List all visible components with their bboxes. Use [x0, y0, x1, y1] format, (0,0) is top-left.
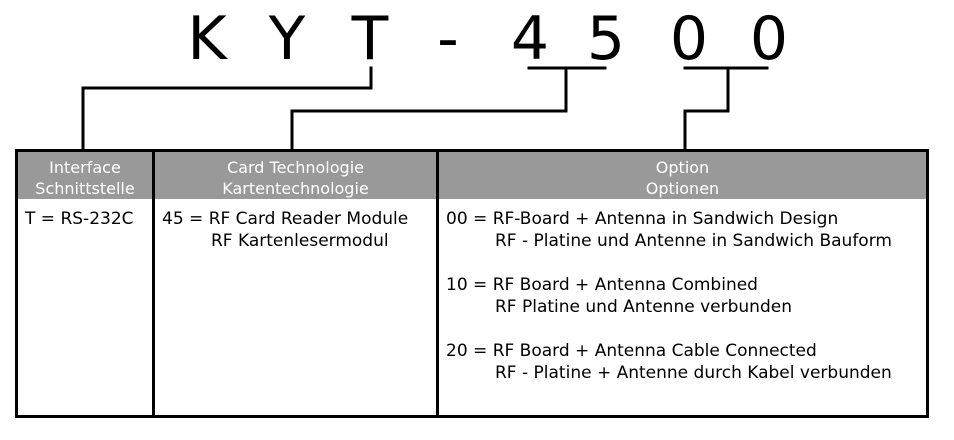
code-char-3: T [351, 4, 389, 74]
code-char-5: 4 [510, 4, 550, 74]
header-interface: Interface Schnittstelle [18, 152, 152, 199]
entry-option-10: 10 = RF Board + Antenna Combined RF Plat… [446, 274, 926, 318]
connector-option-drop [683, 66, 730, 150]
code-char-1: K [187, 4, 227, 74]
entry-code: 00 = [446, 209, 488, 229]
body-technology: 45 = RF Card Reader Module RF Kartenlese… [155, 199, 436, 252]
entry-line-1: RF Card Reader Module [208, 209, 409, 229]
entry-option-00: 00 = RF-Board + Antenna in Sandwich Desi… [446, 208, 926, 252]
code-breakdown-table: Interface Schnittstelle T = RS-232C Card… [15, 149, 929, 418]
column-option: Option Optionen 00 = RF-Board + Antenna … [436, 152, 926, 415]
entry-code: T = [25, 209, 56, 229]
body-option: 00 = RF-Board + Antenna in Sandwich Desi… [439, 199, 926, 384]
entry-line-1: RF Board + Antenna Cable Connected [492, 341, 817, 361]
entry-line-2: RF Platine und Antenne verbunden [495, 297, 792, 317]
entry-line-1: RS-232C [60, 209, 134, 229]
header-option-de: Optionen [645, 179, 720, 198]
column-interface: Interface Schnittstelle T = RS-232C [18, 152, 152, 415]
connector-technology-drop [290, 66, 568, 150]
code-separator: - [437, 4, 459, 74]
header-technology-en: Card Technologie [227, 158, 364, 177]
header-interface-en: Interface [49, 158, 121, 177]
entry-option-20: 20 = RF Board + Antenna Cable Connected … [446, 340, 926, 384]
header-option: Option Optionen [439, 152, 926, 199]
code-char-7: 0 [669, 4, 709, 74]
connector-interface [81, 66, 373, 150]
entry-interface-t: T = RS-232C [25, 208, 152, 230]
header-interface-de: Schnittstelle [35, 179, 135, 198]
entry-line-2: RF - Platine und Antenne in Sandwich Bau… [495, 231, 892, 251]
entry-code: 20 = [446, 341, 488, 361]
column-technology: Card Technologie Kartentechnologie 45 = … [152, 152, 436, 415]
entry-technology-45: 45 = RF Card Reader Module RF Kartenlese… [162, 208, 436, 252]
header-technology-de: Kartentechnologie [222, 179, 369, 198]
body-interface: T = RS-232C [18, 199, 152, 230]
header-option-en: Option [655, 158, 710, 177]
entry-line-2: RF Kartenlesermodul [211, 231, 389, 251]
entry-line-1: RF Board + Antenna Combined [492, 275, 758, 295]
code-char-8: 0 [749, 4, 789, 74]
entry-code: 10 = [446, 275, 488, 295]
code-char-2: Y [268, 4, 306, 74]
entry-line-2: RF - Platine + Antenne durch Kabel verbu… [495, 363, 892, 383]
entry-code: 45 = [162, 209, 204, 229]
code-char-6: 5 [586, 4, 626, 74]
entry-line-1: RF-Board + Antenna in Sandwich Design [492, 209, 839, 229]
header-technology: Card Technologie Kartentechnologie [155, 152, 436, 199]
